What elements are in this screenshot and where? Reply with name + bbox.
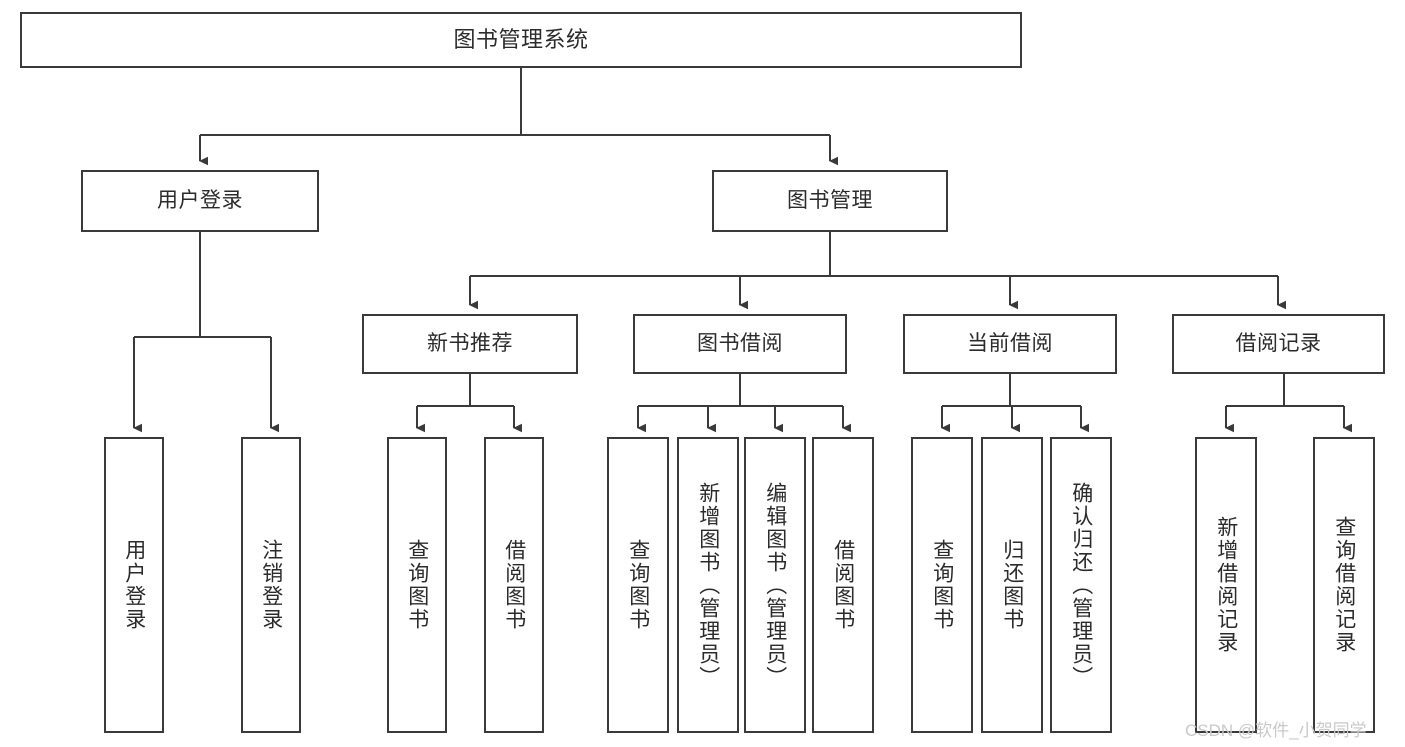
node-leaf-user-login[interactable]: 用户登录 (104, 437, 164, 733)
node-leaf-logout[interactable]: 注销登录 (241, 437, 301, 733)
node-leaf-add-book-admin-label: 新增图书（管理员） (696, 481, 720, 689)
node-borrow-record-label: 借阅记录 (1235, 331, 1322, 355)
node-leaf-query-borrow-record[interactable]: 查询借阅记录 (1313, 437, 1375, 733)
node-leaf-add-borrow-record-label: 新增借阅记录 (1214, 516, 1238, 654)
node-book-borrow-label: 图书借阅 (697, 331, 783, 355)
node-leaf-edit-book-admin[interactable]: 编辑图书（管理员） (744, 437, 806, 733)
node-leaf-query-borrow-record-label: 查询借阅记录 (1332, 516, 1356, 654)
node-leaf-confirm-return-admin[interactable]: 确认归还（管理员） (1050, 437, 1112, 733)
node-user-login[interactable]: 用户登录 (81, 170, 319, 232)
node-leaf-edit-book-admin-label: 编辑图书（管理员） (763, 481, 787, 689)
node-user-login-label: 用户登录 (157, 188, 243, 212)
node-leaf-user-login-label: 用户登录 (122, 539, 146, 631)
node-leaf-borrow-book-label: 借阅图书 (831, 539, 855, 631)
node-book-borrow[interactable]: 图书借阅 (633, 314, 847, 374)
node-leaf-logout-label: 注销登录 (259, 539, 283, 631)
node-leaf-query-book-borrow[interactable]: 查询图书 (607, 437, 669, 733)
node-root[interactable]: 图书管理系统 (20, 12, 1022, 68)
node-leaf-add-borrow-record[interactable]: 新增借阅记录 (1195, 437, 1257, 733)
node-book-management-label: 图书管理 (787, 188, 873, 212)
node-leaf-query-book-rec-label: 查询图书 (405, 539, 429, 631)
node-current-borrow-label: 当前借阅 (967, 331, 1053, 355)
node-leaf-query-book-current[interactable]: 查询图书 (911, 437, 973, 733)
node-leaf-borrow-book[interactable]: 借阅图书 (812, 437, 874, 733)
node-leaf-add-book-admin[interactable]: 新增图书（管理员） (677, 437, 739, 733)
node-leaf-query-book-borrow-label: 查询图书 (626, 539, 650, 631)
node-leaf-borrow-book-rec[interactable]: 借阅图书 (484, 437, 544, 733)
node-leaf-return-book-label: 归还图书 (1000, 539, 1024, 631)
node-leaf-query-book-rec[interactable]: 查询图书 (387, 437, 447, 733)
node-current-borrow[interactable]: 当前借阅 (903, 314, 1117, 374)
node-root-label: 图书管理系统 (453, 27, 589, 53)
node-leaf-borrow-book-rec-label: 借阅图书 (502, 539, 526, 631)
node-leaf-query-book-current-label: 查询图书 (930, 539, 954, 631)
node-borrow-record[interactable]: 借阅记录 (1172, 314, 1385, 374)
node-new-book-recommend[interactable]: 新书推荐 (362, 314, 578, 374)
node-book-management[interactable]: 图书管理 (712, 170, 948, 232)
node-leaf-confirm-return-admin-label: 确认归还（管理员） (1069, 481, 1093, 689)
node-new-book-recommend-label: 新书推荐 (427, 331, 513, 355)
node-leaf-return-book[interactable]: 归还图书 (981, 437, 1043, 733)
